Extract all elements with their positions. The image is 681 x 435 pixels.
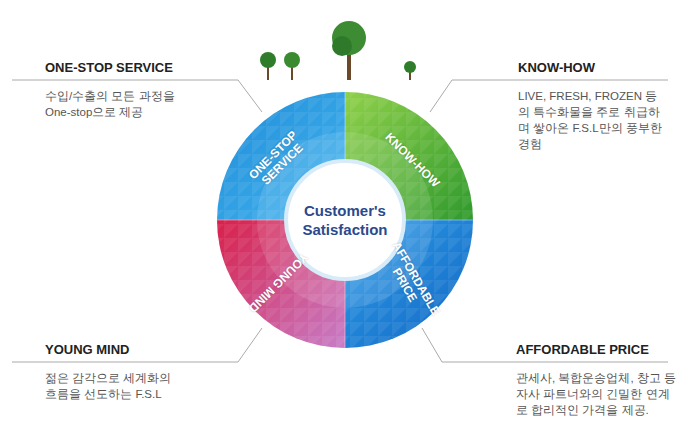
callout-heading: AFFORDABLE PRICE bbox=[516, 342, 671, 357]
callout-heading: KNOW-HOW bbox=[518, 60, 668, 75]
callout-heading: YOUNG MIND bbox=[45, 342, 245, 357]
callout-text: 젊은 감각으로 세계화의 흐름을 선도하는 F.S.L bbox=[45, 370, 175, 402]
callout-text: 관세사, 복합운송업체, 창고 등 자사 파트너와의 긴밀한 연계로 합리적인 … bbox=[516, 370, 676, 418]
callout-heading: ONE-STOP SERVICE bbox=[45, 60, 245, 75]
callout-text: 수입/수출의 모든 과정을 One-stop으로 제공 bbox=[45, 88, 195, 120]
center-title: Customer's Satisfaction bbox=[298, 201, 392, 239]
callout-text: LIVE, FRESH, FROZEN 등의 특수화물을 주로 취급하며 쌓아온… bbox=[518, 88, 668, 152]
